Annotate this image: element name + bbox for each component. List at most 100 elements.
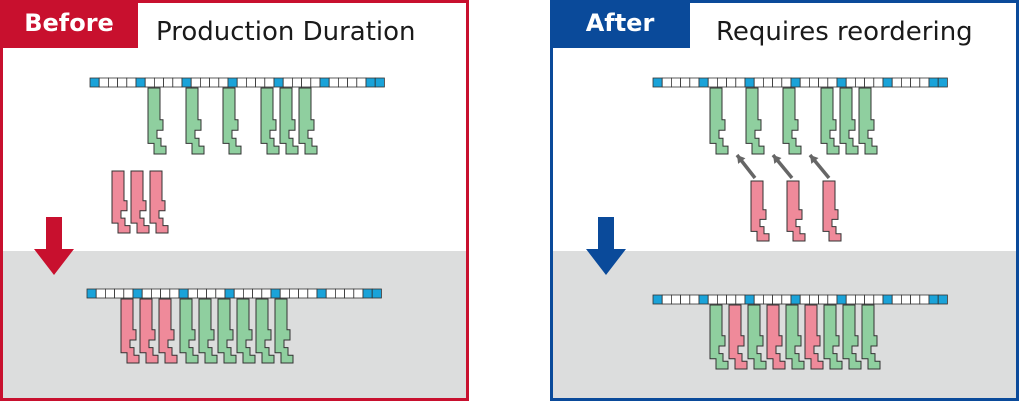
rail-marker [698, 77, 709, 88]
alternating-parts-bottom [709, 304, 881, 370]
rail-cell [353, 288, 364, 299]
rail-cell [873, 294, 884, 305]
rail-cell [671, 77, 682, 88]
green-part [823, 304, 843, 370]
rail-cell [114, 288, 125, 299]
rail-marker [135, 77, 146, 88]
reorder-arrowhead [773, 155, 782, 164]
lower-band [553, 251, 1016, 398]
rail-cell [818, 77, 829, 88]
red-part [149, 170, 169, 234]
rail-marker [744, 294, 755, 305]
rail-cell [356, 77, 367, 88]
top-track-rail-icon [89, 77, 385, 88]
rail-cell [187, 288, 198, 299]
rail-cell [310, 77, 321, 88]
red-part [804, 304, 824, 370]
after-panel: After Requires reordering [550, 0, 1019, 401]
rail-cell [762, 294, 773, 305]
before-illustration [34, 77, 385, 364]
rail-cell [900, 77, 911, 88]
green-part [782, 87, 802, 155]
rail-marker [224, 288, 235, 299]
rail-cell [781, 294, 792, 305]
red-part [766, 304, 786, 370]
rail-marker [374, 77, 385, 88]
rail-cell [288, 288, 299, 299]
rail-cell [255, 77, 266, 88]
green-part [839, 87, 859, 155]
rail-cell [344, 288, 355, 299]
rail-marker [937, 77, 948, 88]
rail-cell [910, 77, 921, 88]
rail-cell [325, 288, 336, 299]
rail-marker [652, 77, 663, 88]
rail-marker [227, 77, 238, 88]
reorder-arrowhead [810, 155, 819, 164]
rail-cell [854, 77, 865, 88]
rail-cell [680, 294, 691, 305]
rail-cell [818, 294, 829, 305]
rail-cell [307, 288, 318, 299]
rail-marker [790, 77, 801, 88]
top-track-rail-icon [652, 77, 948, 88]
rail-cell [206, 288, 217, 299]
bottom-track-rail-icon [86, 288, 382, 299]
rail-cell [716, 294, 727, 305]
rail-marker [362, 288, 373, 299]
green-part [785, 304, 805, 370]
rail-marker [181, 77, 192, 88]
rail-cell [808, 77, 819, 88]
rail-cell [144, 77, 155, 88]
rail-marker [744, 77, 755, 88]
rail-cell [707, 294, 718, 305]
rail-cell [117, 77, 128, 88]
rail-cell [199, 77, 210, 88]
rail-cell [661, 77, 672, 88]
before-panel: Before Production Duration [0, 0, 469, 401]
reorder-arrows [735, 153, 831, 180]
red-parts-row [750, 180, 842, 242]
rail-cell [799, 294, 810, 305]
lower-band [3, 251, 466, 398]
rail-cell [671, 294, 682, 305]
rail-cell [891, 77, 902, 88]
rail-marker [698, 294, 709, 305]
rail-cell [160, 288, 171, 299]
rail-cell [772, 294, 783, 305]
after-illustration [586, 77, 948, 370]
rail-cell [900, 294, 911, 305]
rail-marker [365, 77, 376, 88]
rail-cell [215, 288, 226, 299]
rail-cell [245, 77, 256, 88]
green-part [147, 87, 167, 155]
rail-cell [735, 294, 746, 305]
rail-cell [301, 77, 312, 88]
rail-cell [169, 288, 180, 299]
green-part [709, 87, 729, 155]
rail-cell [190, 77, 201, 88]
rail-cell [799, 77, 810, 88]
red-part [111, 170, 131, 234]
green-part [236, 298, 256, 364]
red-part [750, 180, 770, 242]
green-part [745, 87, 765, 155]
green-part [820, 87, 840, 155]
green-part [747, 304, 767, 370]
green-part [217, 298, 237, 364]
green-part [861, 304, 881, 370]
rail-cell [172, 77, 183, 88]
rail-cell [196, 288, 207, 299]
rail-cell [753, 77, 764, 88]
red-part [130, 170, 150, 234]
rail-cell [808, 294, 819, 305]
rail-cell [864, 294, 875, 305]
rail-cell [661, 294, 672, 305]
rail-cell [726, 77, 737, 88]
green-part [222, 87, 242, 155]
rail-cell [126, 77, 137, 88]
green-part [842, 304, 862, 370]
green-part [858, 87, 878, 155]
rail-cell [689, 294, 700, 305]
rail-marker [937, 294, 948, 305]
